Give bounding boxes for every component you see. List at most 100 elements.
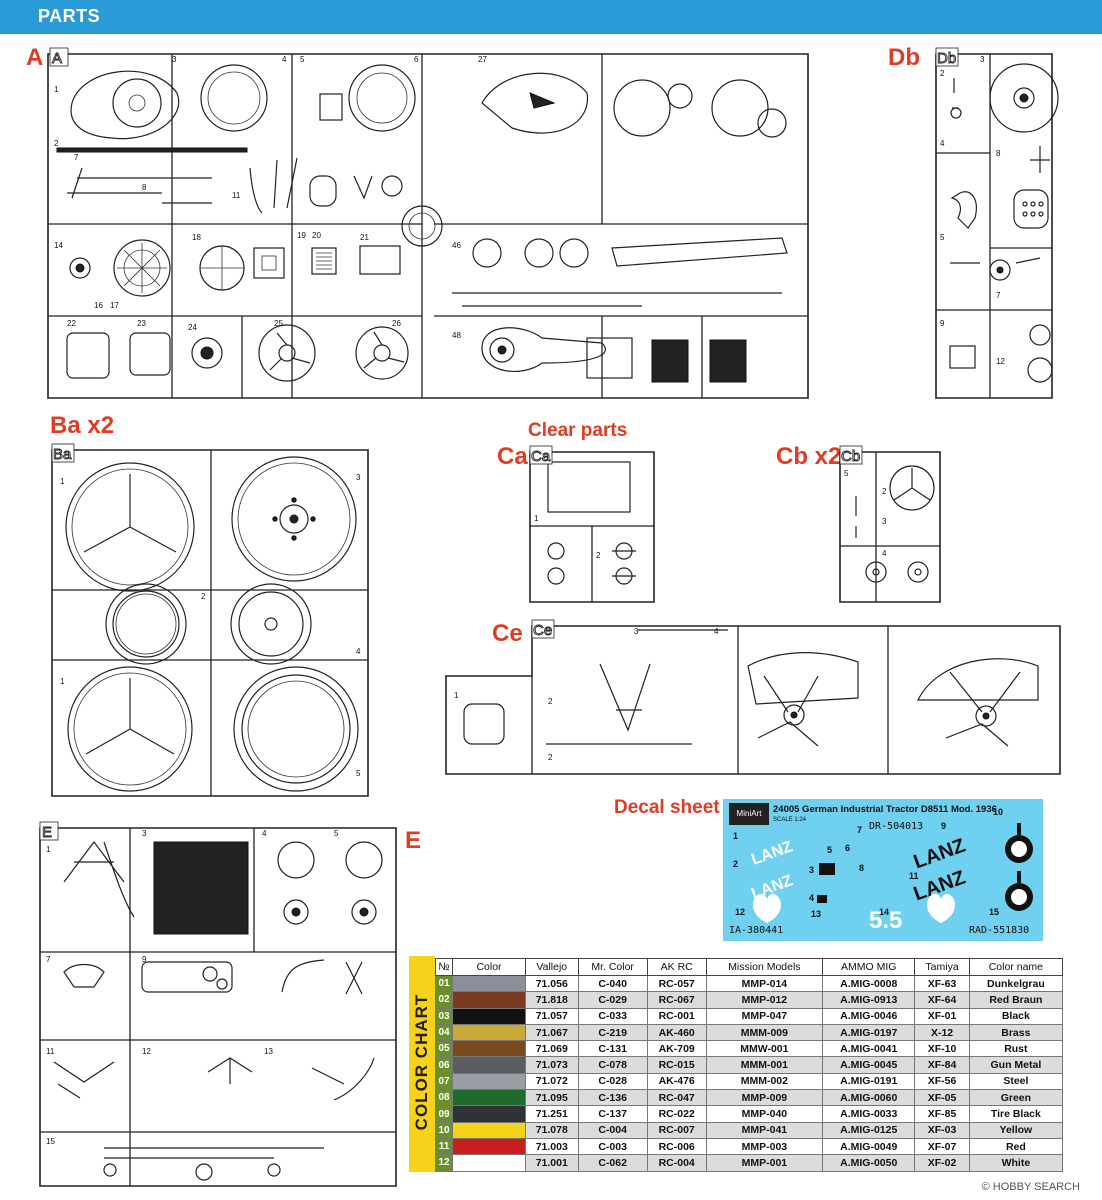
svg-text:1: 1 bbox=[534, 514, 539, 523]
color-cell-ammo: A.MIG-0049 bbox=[822, 1137, 916, 1156]
decal-number: 4 bbox=[809, 893, 815, 903]
svg-text:5: 5 bbox=[356, 769, 361, 778]
color-cell-akrc: RC-057 bbox=[646, 974, 707, 993]
svg-text:1: 1 bbox=[60, 477, 65, 486]
color-cell-name: Green bbox=[968, 1089, 1064, 1107]
color-cell-tamiya: XF-03 bbox=[914, 1121, 970, 1139]
svg-text:23: 23 bbox=[137, 319, 146, 328]
color-cell-akrc: RC-022 bbox=[646, 1105, 707, 1123]
clear-parts-label: Clear parts bbox=[528, 420, 628, 441]
color-cell-ammo: A.MIG-0045 bbox=[822, 1056, 916, 1074]
color-cell-mrcolor: C-062 bbox=[577, 1154, 648, 1172]
color-swatch bbox=[452, 1154, 526, 1172]
color-swatch bbox=[452, 1089, 526, 1107]
color-index: 07 bbox=[435, 1072, 453, 1091]
color-cell-vallejo: 71.095 bbox=[525, 1089, 579, 1107]
color-cell-akrc: AK-476 bbox=[646, 1072, 707, 1091]
color-cell-vallejo: 71.069 bbox=[525, 1040, 579, 1058]
color-cell-mission: MMP-041 bbox=[705, 1121, 824, 1139]
svg-text:4: 4 bbox=[356, 647, 361, 656]
svg-text:9: 9 bbox=[142, 955, 147, 964]
color-cell-ammo: A.MIG-0041 bbox=[822, 1040, 916, 1058]
svg-text:Ca: Ca bbox=[531, 448, 551, 465]
sprue-ce-label: Ce bbox=[492, 620, 523, 647]
color-cell-vallejo: 71.073 bbox=[525, 1056, 579, 1074]
column-header: Mission Models bbox=[705, 958, 824, 976]
color-cell-ammo: A.MIG-0033 bbox=[822, 1105, 916, 1123]
color-cell-akrc: AK-709 bbox=[646, 1040, 707, 1058]
svg-text:3: 3 bbox=[634, 627, 639, 636]
sprue-a-label: A bbox=[26, 44, 44, 71]
color-cell-mission: MMM-002 bbox=[705, 1072, 824, 1091]
svg-text:4: 4 bbox=[282, 55, 287, 64]
color-index: 06 bbox=[435, 1056, 453, 1074]
svg-text:3: 3 bbox=[980, 55, 985, 64]
svg-text:1: 1 bbox=[60, 677, 65, 686]
svg-text:27: 27 bbox=[478, 55, 487, 64]
color-swatch bbox=[452, 1121, 526, 1139]
decal-big-number: 5.5 bbox=[869, 907, 903, 934]
svg-text:3: 3 bbox=[172, 55, 177, 64]
column-header: AK RC bbox=[646, 958, 707, 976]
svg-text:24: 24 bbox=[188, 323, 197, 332]
svg-text:4: 4 bbox=[940, 139, 945, 148]
svg-text:2: 2 bbox=[548, 753, 553, 762]
color-index: 02 bbox=[435, 991, 453, 1009]
color-cell-tamiya: XF-02 bbox=[914, 1154, 970, 1172]
svg-text:25: 25 bbox=[274, 319, 283, 328]
decal-brand-logo: MiniArt bbox=[729, 803, 769, 825]
color-cell-mission: MMP-040 bbox=[705, 1105, 824, 1123]
decal-number: 6 bbox=[845, 843, 851, 853]
color-cell-vallejo: 71.001 bbox=[525, 1154, 579, 1172]
color-cell-tamiya: XF-05 bbox=[914, 1089, 970, 1107]
svg-text:2: 2 bbox=[882, 487, 887, 496]
color-cell-vallejo: 71.251 bbox=[525, 1105, 579, 1123]
color-swatch bbox=[452, 1056, 526, 1074]
color-swatch bbox=[452, 1137, 526, 1156]
svg-text:2: 2 bbox=[201, 592, 206, 601]
color-cell-mission: MMP-001 bbox=[705, 1154, 824, 1172]
svg-text:9: 9 bbox=[940, 319, 945, 328]
sprue-e-label: E bbox=[405, 827, 422, 854]
sprue-cb-diagram: 52 34 Cb bbox=[839, 445, 941, 603]
decal-plate-top: DR-504013 bbox=[869, 821, 924, 832]
color-swatch bbox=[452, 974, 526, 993]
decal-plate-left: IA-380441 bbox=[729, 925, 784, 936]
color-cell-name: Red bbox=[968, 1137, 1064, 1156]
svg-text:20: 20 bbox=[312, 231, 321, 240]
decal-number: 13 bbox=[811, 909, 822, 919]
color-cell-mrcolor: C-003 bbox=[577, 1137, 648, 1156]
svg-text:5: 5 bbox=[334, 829, 339, 838]
color-cell-vallejo: 71.078 bbox=[525, 1121, 579, 1139]
decal-number: 14 bbox=[879, 907, 890, 917]
color-swatch bbox=[452, 1072, 526, 1091]
svg-text:21: 21 bbox=[360, 233, 369, 242]
color-cell-mission: MMP-003 bbox=[705, 1137, 824, 1156]
color-cell-ammo: A.MIG-0046 bbox=[822, 1007, 916, 1025]
color-index: 08 bbox=[435, 1089, 453, 1107]
color-cell-ammo: A.MIG-0125 bbox=[822, 1121, 916, 1139]
decal-number: 1 bbox=[733, 831, 739, 841]
color-index: 01 bbox=[435, 974, 453, 993]
svg-text:Ba: Ba bbox=[53, 446, 72, 463]
svg-text:16: 16 bbox=[94, 301, 103, 310]
decal-number: 11 bbox=[909, 871, 919, 881]
color-cell-mrcolor: C-078 bbox=[577, 1056, 648, 1074]
color-cell-tamiya: XF-01 bbox=[914, 1007, 970, 1025]
svg-text:5: 5 bbox=[940, 233, 945, 242]
color-cell-vallejo: 71.003 bbox=[525, 1137, 579, 1156]
color-cell-mrcolor: C-028 bbox=[577, 1072, 648, 1091]
sprue-db-diagram: 23 48 57 912 Db bbox=[935, 47, 1059, 399]
color-cell-mission: MMP-014 bbox=[705, 974, 824, 993]
svg-text:4: 4 bbox=[882, 549, 887, 558]
column-header: Color bbox=[452, 958, 526, 976]
svg-text:13: 13 bbox=[264, 1047, 273, 1056]
svg-text:1: 1 bbox=[46, 845, 51, 854]
svg-text:26: 26 bbox=[392, 319, 401, 328]
svg-text:7: 7 bbox=[74, 153, 79, 162]
color-cell-name: Rust bbox=[968, 1040, 1064, 1058]
decal-number: 8 bbox=[859, 863, 865, 873]
